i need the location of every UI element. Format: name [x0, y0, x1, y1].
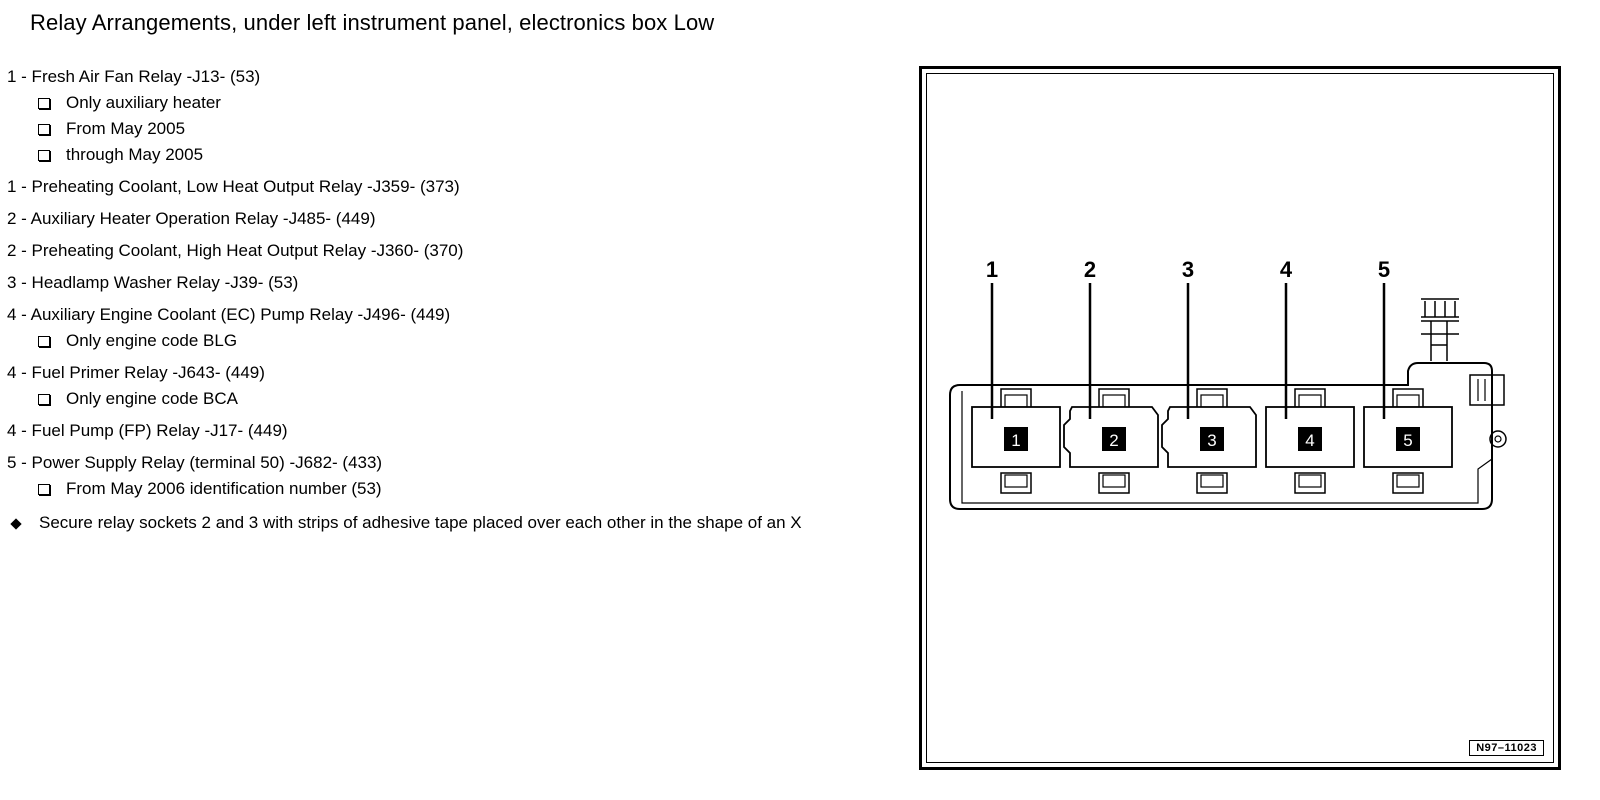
socket-label-box	[1200, 427, 1224, 451]
checkbox-bullet-icon	[38, 123, 50, 135]
socket-label-box	[1396, 427, 1420, 451]
socket-label-box	[1004, 427, 1028, 451]
socket-label: 4	[1305, 431, 1314, 450]
socket-label: 1	[1011, 431, 1020, 450]
relay-socket-3: 3	[1161, 388, 1257, 494]
list-item: 1 - Preheating Coolant, Low Heat Output …	[7, 177, 460, 196]
socket-label-box	[1102, 427, 1126, 451]
list-sub-item: Only engine code BCA	[7, 386, 922, 412]
list-item: 1 - Fresh Air Fan Relay -J13- (53)	[7, 67, 261, 86]
relay-socket-1: 1	[971, 388, 1061, 494]
checkbox-bullet-icon	[38, 335, 50, 347]
checkbox-bullet-icon	[38, 149, 50, 161]
relay-socket-2: 2	[1063, 388, 1159, 494]
relay-socket-5: 5	[1363, 388, 1453, 494]
callout-5: 5	[1378, 257, 1390, 419]
callout-2: 2	[1084, 257, 1096, 419]
sockets: 1 2 3 4 5	[971, 388, 1453, 494]
callout-1: 1	[986, 257, 998, 419]
checkbox-bullet-icon	[38, 97, 50, 109]
socket-label: 3	[1207, 431, 1216, 450]
list-item: 3 - Headlamp Washer Relay -J39- (53)	[7, 273, 299, 292]
note: Secure relay sockets 2 and 3 with strips…	[7, 512, 922, 534]
list-item: 4 - Auxiliary Engine Coolant (EC) Pump R…	[7, 305, 451, 324]
list-item: 4 - Fuel Primer Relay -J643- (449)	[7, 363, 265, 382]
callout-number: 3	[1182, 257, 1194, 282]
callout-number: 5	[1378, 257, 1390, 282]
relay-box-drawing: 1 2 3 4 5 1 2 3 4 5	[949, 257, 1507, 510]
list-item: 5 - Power Supply Relay (terminal 50) -J6…	[7, 453, 383, 472]
checkbox-bullet-icon	[38, 483, 50, 495]
socket-label: 2	[1109, 431, 1118, 450]
callout-3: 3	[1182, 257, 1194, 419]
note-text: Secure relay sockets 2 and 3 with strips…	[39, 513, 802, 532]
list-item: 2 - Preheating Coolant, High Heat Output…	[7, 241, 464, 260]
socket-label: 5	[1403, 431, 1412, 450]
list-sub-item: through May 2005	[7, 142, 922, 168]
list-sub-item: Only auxiliary heater	[7, 90, 922, 116]
list-item: 4 - Fuel Pump (FP) Relay -J17- (449)	[7, 421, 288, 440]
relay-socket-4: 4	[1265, 388, 1355, 494]
list-item: 2 - Auxiliary Heater Operation Relay -J4…	[7, 209, 376, 228]
page-title: Relay Arrangements, under left instrumen…	[30, 10, 715, 35]
socket-label-box	[1298, 427, 1322, 451]
callout-number: 2	[1084, 257, 1096, 282]
callouts: 1 2 3 4 5	[986, 257, 1390, 419]
relay-diagram: 1 2 3 4 5 1 2 3 4 5 N97–11023	[919, 66, 1561, 770]
callout-number: 4	[1280, 257, 1293, 282]
callout-4: 4	[1280, 257, 1293, 419]
list-sub-item: Only engine code BLG	[7, 328, 922, 354]
list-sub-item: From May 2006 identification number (53)	[7, 476, 922, 502]
checkbox-bullet-icon	[38, 393, 50, 405]
figure-id: N97–11023	[1469, 740, 1544, 756]
callout-number: 1	[986, 257, 998, 282]
diamond-bullet-icon	[10, 518, 22, 530]
list-sub-item: From May 2005	[7, 116, 922, 142]
diagram-frame	[926, 73, 1554, 763]
relay-list: 1 - Fresh Air Fan Relay -J13- (53) Only …	[7, 64, 922, 534]
